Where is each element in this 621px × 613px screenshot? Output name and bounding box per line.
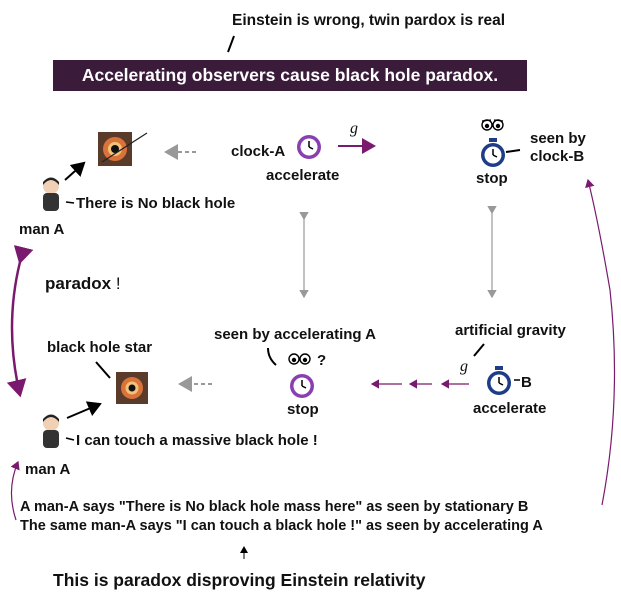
speech-bottom-suffix: a massive black hole ! [155, 432, 318, 449]
man-a-speech-top: There is No black hole [76, 195, 235, 212]
man-a-figure-top [43, 177, 59, 211]
speech-tick-top [65, 201, 75, 204]
seen-by-pointer [267, 347, 277, 366]
g-symbol-top: g [350, 120, 358, 137]
headline: Einstein is wrong, twin pardox is real [232, 12, 506, 29]
clock-b-icon-bottom [487, 366, 511, 395]
clock-a-icon [297, 135, 321, 159]
man-a-speech-bottom: I can touch a massive black hole ! [76, 432, 318, 449]
speech-top-prefix: There is [76, 195, 138, 212]
paradox-word: paradox [45, 274, 112, 293]
conclusion: This is paradox disproving Einstein rela… [53, 570, 426, 590]
footer-line-1: A man-A says "There is No black hole mas… [20, 499, 529, 515]
seen-by-label-2: clock-B [530, 148, 585, 165]
man-a-figure-bottom [43, 414, 59, 448]
eyes-icon-bottom [288, 353, 311, 365]
seen-by-label-1: seen by [530, 130, 586, 147]
stop-label-top: stop [476, 170, 508, 187]
clock-b-label-bottom: B [521, 374, 532, 391]
question-mark: ? [317, 352, 327, 369]
footer-line-2: The same man-A says "I can touch a black… [20, 518, 543, 534]
artificial-gravity-label: artificial gravity [455, 322, 566, 339]
accelerate-label-bottom: accelerate [473, 400, 547, 417]
man-a-label-top: man A [19, 221, 65, 238]
seen-by-accelerating-label: seen by accelerating A [214, 326, 377, 343]
blackhole-star-pointer [95, 361, 111, 379]
artificial-gravity-pointer [473, 343, 485, 357]
stop-label-bottom: stop [287, 401, 319, 418]
black-hole-image-top [98, 132, 148, 166]
speech-top-suffix: black hole [157, 195, 236, 212]
paradox-double-arrow [6, 245, 34, 398]
banner-title: Accelerating observers cause black hole … [53, 60, 527, 91]
clock-b-icon-top [481, 138, 505, 167]
clock-b-eyes-top [481, 119, 504, 131]
man-to-blackhole-arrow-bottom [66, 401, 102, 419]
paradox-label: paradox ! [45, 274, 121, 294]
clock-b-pointer [505, 149, 521, 153]
right-curve-arrow [585, 178, 616, 506]
black-hole-star-label: black hole star [47, 339, 153, 356]
man-a-label-bottom: man A [25, 461, 71, 478]
speech-bottom-bold: touch [114, 432, 156, 449]
footer-left-curve [10, 460, 20, 521]
headline-pointer [227, 35, 235, 53]
man-to-blackhole-arrow-top [64, 161, 86, 181]
speech-top-bold: No [137, 195, 158, 212]
speech-tick-bottom [65, 437, 75, 441]
speech-bottom-prefix: I can [76, 432, 115, 449]
g-symbol-bottom: g [460, 358, 468, 375]
clock-a-label: clock-A [231, 143, 286, 160]
clock-a-icon-bottom [290, 374, 314, 398]
paradox-exclaim: ! [115, 274, 121, 293]
black-hole-image-bottom [116, 372, 148, 404]
accelerate-label-top: accelerate [266, 167, 340, 184]
